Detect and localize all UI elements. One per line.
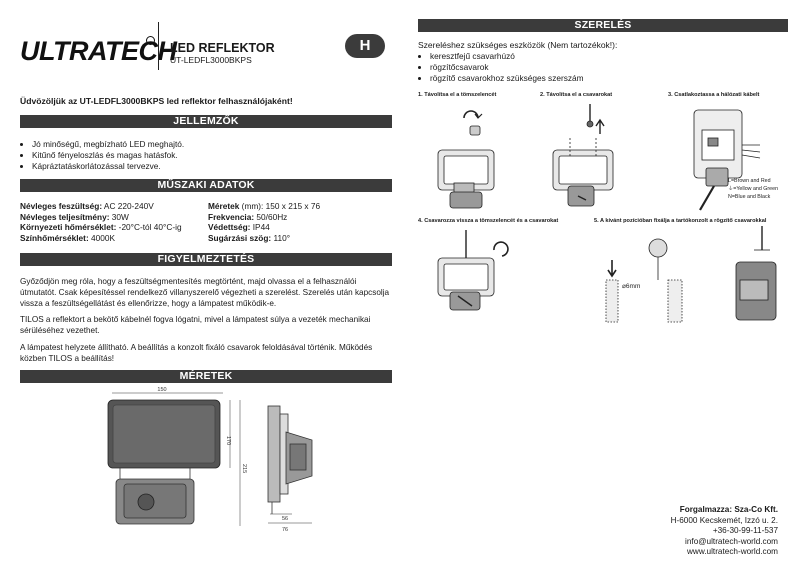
warnings-heading: FIGYELMEZTETÉS [20, 253, 392, 266]
wire-label-l: L=Brown and Red [728, 178, 771, 184]
feature-item: Kitűnő fényeloszlás és magas hatásfok. [32, 150, 184, 161]
distributor-website: www.ultratech-world.com [687, 547, 778, 556]
tool-item: rögzítőcsavarok [430, 62, 584, 73]
features-list: Jó minőségű, megbízható LED meghajtó. Ki… [20, 139, 184, 171]
step-4-label: 4. Csavarozza vissza a tömszelencét és a… [418, 218, 559, 224]
step-2-illustration [552, 104, 614, 207]
dimensions-heading: MÉRETEK [20, 370, 392, 383]
spec-row: Környezeti hőmérséklet: -20°C-tól 40°C-i… [20, 222, 182, 233]
spec-row: Névleges feszültség: AC 220-240V [20, 201, 154, 211]
install-heading: SZERELÉS [418, 19, 788, 32]
step-3-illustration [693, 109, 761, 211]
language-badge: H [345, 34, 385, 58]
specs-left: Névleges feszültség: AC 220-240V Névlege… [20, 201, 182, 243]
distributor-email: info@ultratech-world.com [685, 536, 778, 546]
spec-row: Védettség: IP44 [208, 222, 270, 233]
feature-item: Jó minőségű, megbízható LED meghajtó. [32, 139, 184, 150]
product-title: LED REFLEKTOR [170, 41, 275, 55]
wire-label-n: N=Blue and Black [728, 194, 771, 200]
spec-row: Frekvencia: 50/60Hz [208, 211, 288, 222]
product-model: UT-LEDFL3000BKPS [170, 55, 252, 65]
dim-width-label: 150 [157, 387, 166, 393]
warning-paragraph-1: Győződjön meg róla, hogy a feszültségmen… [20, 277, 390, 308]
front-view [107, 392, 241, 526]
distributor-phone: +36-30-99-11-537 [712, 526, 778, 535]
welcome-text: Üdvözöljük az UT-LEDFL3000BKPS led refle… [20, 96, 293, 106]
spec-row: Méretek (mm): 150 x 215 x 76 [208, 201, 321, 211]
wire-label-earth: ⏚=Yellow and Green [728, 185, 778, 192]
spec-row: Színhőmérséklet: 4000K [20, 232, 115, 243]
warning-paragraph-3: A lámpatest helyzete állítható. A beállí… [20, 343, 373, 363]
distributor-info: Forgalmazza: Sza-Co Kft. H-6000 Kecskemé… [671, 505, 778, 558]
drill-size-label: ⌀6mm [622, 283, 640, 290]
step-1-illustration [437, 110, 495, 209]
tool-item: keresztfejű csavarhúzó [430, 51, 584, 62]
specs-right: Méretek (mm): 150 x 215 x 76 Frekvencia:… [208, 201, 320, 243]
dimension-drawing: 150 170 215 56 76 [107, 387, 313, 533]
logo-mark-icon [146, 36, 155, 45]
dim-height-total-label: 215 [241, 464, 247, 473]
step-5-label: 5. A kívánt pozícióban fixálja a tartóko… [594, 218, 767, 224]
features-heading: JELLEMZŐK [20, 115, 392, 128]
side-view [267, 405, 313, 524]
spec-row: Névleges teljesítmény: 30W [20, 211, 129, 222]
tools-list: keresztfejű csavarhúzó rögzítőcsavarok r… [418, 51, 584, 83]
distributor-name: Forgalmazza: Sza-Co Kft. [679, 505, 778, 514]
step-3-label: 3. Csatlakoztassa a hálózati kábelt [668, 92, 760, 98]
step-2-label: 2. Távolítsa el a csavarokat [540, 92, 613, 98]
header-divider [158, 22, 159, 70]
install-illustrations: L=Brown and Red ⏚=Yellow and Green N=Blu… [437, 104, 778, 323]
feature-item: Kápráztatáskorlátozással tervezve. [32, 161, 184, 172]
tools-title: Szereléshez szükséges eszközök (Nem tart… [418, 40, 618, 50]
step-5-illustration [605, 226, 777, 323]
spec-row: Sugárzási szög: 110° [208, 232, 291, 243]
dim-depth-a-label: 56 [282, 516, 288, 522]
step-1-label: 1. Távolítsa el a tömszelencét [418, 92, 497, 98]
distributor-address: H-6000 Kecskemét, Izzó u. 2. [670, 515, 778, 525]
specs-heading: MŰSZAKI ADATOK [20, 179, 392, 192]
warning-paragraph-2: TILOS a reflektort a bekötő kábelnél fog… [20, 315, 371, 335]
dim-depth-b-label: 76 [282, 527, 288, 533]
dim-height-inner-label: 170 [225, 436, 231, 445]
tool-item: rögzítő csavarokhoz szükséges szerszám [430, 73, 584, 84]
step-4-illustration [437, 230, 509, 311]
